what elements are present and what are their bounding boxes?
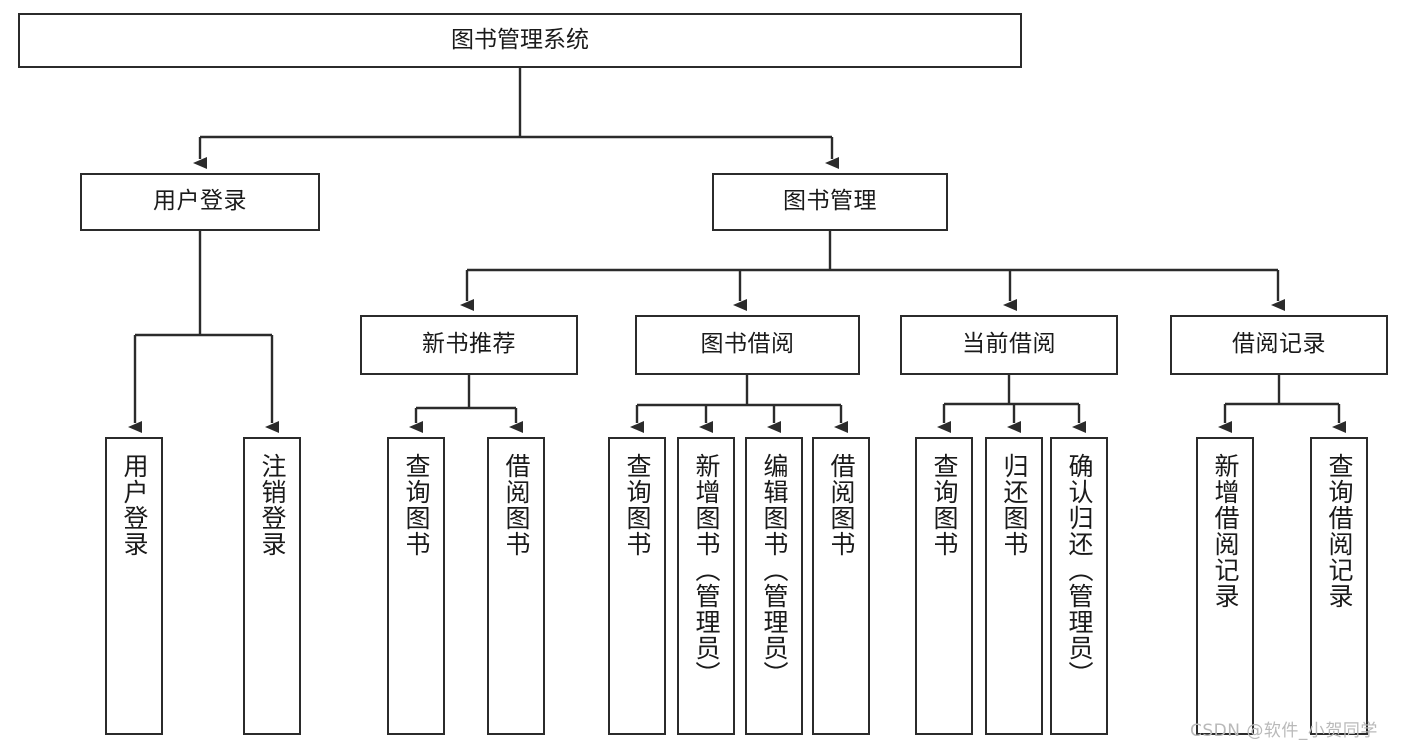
leaf-user-login[interactable]: 用户登录 [105, 437, 163, 735]
leaf-borrow-book-recommend-label: 借阅图书 [502, 453, 531, 557]
node-current-borrow-label: 当前借阅 [962, 331, 1056, 358]
leaf-query-book-recommend-label: 查询图书 [402, 453, 431, 557]
leaf-confirm-return-admin-label: 确认归还（管理员） [1065, 453, 1094, 687]
node-book-management[interactable]: 图书管理 [712, 173, 948, 231]
node-book-borrow-label: 图书借阅 [700, 331, 795, 358]
leaf-logout-label: 注销登录 [258, 453, 287, 557]
node-book-borrow[interactable]: 图书借阅 [635, 315, 860, 375]
leaf-query-book-borrow[interactable]: 查询图书 [608, 437, 666, 735]
leaf-query-book-recommend[interactable]: 查询图书 [387, 437, 445, 735]
watermark: CSDN @软件_小贺同学 [1190, 721, 1378, 741]
node-root-label: 图书管理系统 [451, 26, 589, 53]
leaf-query-book-current[interactable]: 查询图书 [915, 437, 973, 735]
leaf-add-book-admin[interactable]: 新增图书（管理员） [677, 437, 735, 735]
node-user-login[interactable]: 用户登录 [80, 173, 320, 231]
leaf-edit-book-admin-label: 编辑图书（管理员） [760, 453, 789, 687]
leaf-borrow-book[interactable]: 借阅图书 [812, 437, 870, 735]
node-current-borrow[interactable]: 当前借阅 [900, 315, 1118, 375]
node-new-book-recommend-label: 新书推荐 [422, 331, 516, 358]
leaf-query-book-borrow-label: 查询图书 [623, 453, 652, 557]
leaf-return-book[interactable]: 归还图书 [985, 437, 1043, 735]
leaf-logout[interactable]: 注销登录 [243, 437, 301, 735]
leaf-edit-book-admin[interactable]: 编辑图书（管理员） [745, 437, 803, 735]
leaf-borrow-book-label: 借阅图书 [827, 453, 856, 557]
node-book-management-label: 图书管理 [783, 188, 877, 215]
leaf-borrow-book-recommend[interactable]: 借阅图书 [487, 437, 545, 735]
leaf-return-book-label: 归还图书 [1000, 453, 1029, 557]
leaf-query-borrow-record-label: 查询借阅记录 [1325, 453, 1354, 609]
leaf-confirm-return-admin[interactable]: 确认归还（管理员） [1050, 437, 1108, 735]
leaf-add-borrow-record-label: 新增借阅记录 [1211, 453, 1240, 609]
leaf-query-borrow-record[interactable]: 查询借阅记录 [1310, 437, 1368, 735]
leaf-add-book-admin-label: 新增图书（管理员） [692, 453, 721, 687]
node-new-book-recommend[interactable]: 新书推荐 [360, 315, 578, 375]
node-borrow-record[interactable]: 借阅记录 [1170, 315, 1388, 375]
leaf-user-login-label: 用户登录 [120, 453, 149, 557]
node-borrow-record-label: 借阅记录 [1232, 331, 1326, 358]
node-user-login-label: 用户登录 [153, 188, 247, 215]
leaf-add-borrow-record[interactable]: 新增借阅记录 [1196, 437, 1254, 735]
node-root[interactable]: 图书管理系统 [18, 13, 1022, 68]
leaf-query-book-current-label: 查询图书 [930, 453, 959, 557]
